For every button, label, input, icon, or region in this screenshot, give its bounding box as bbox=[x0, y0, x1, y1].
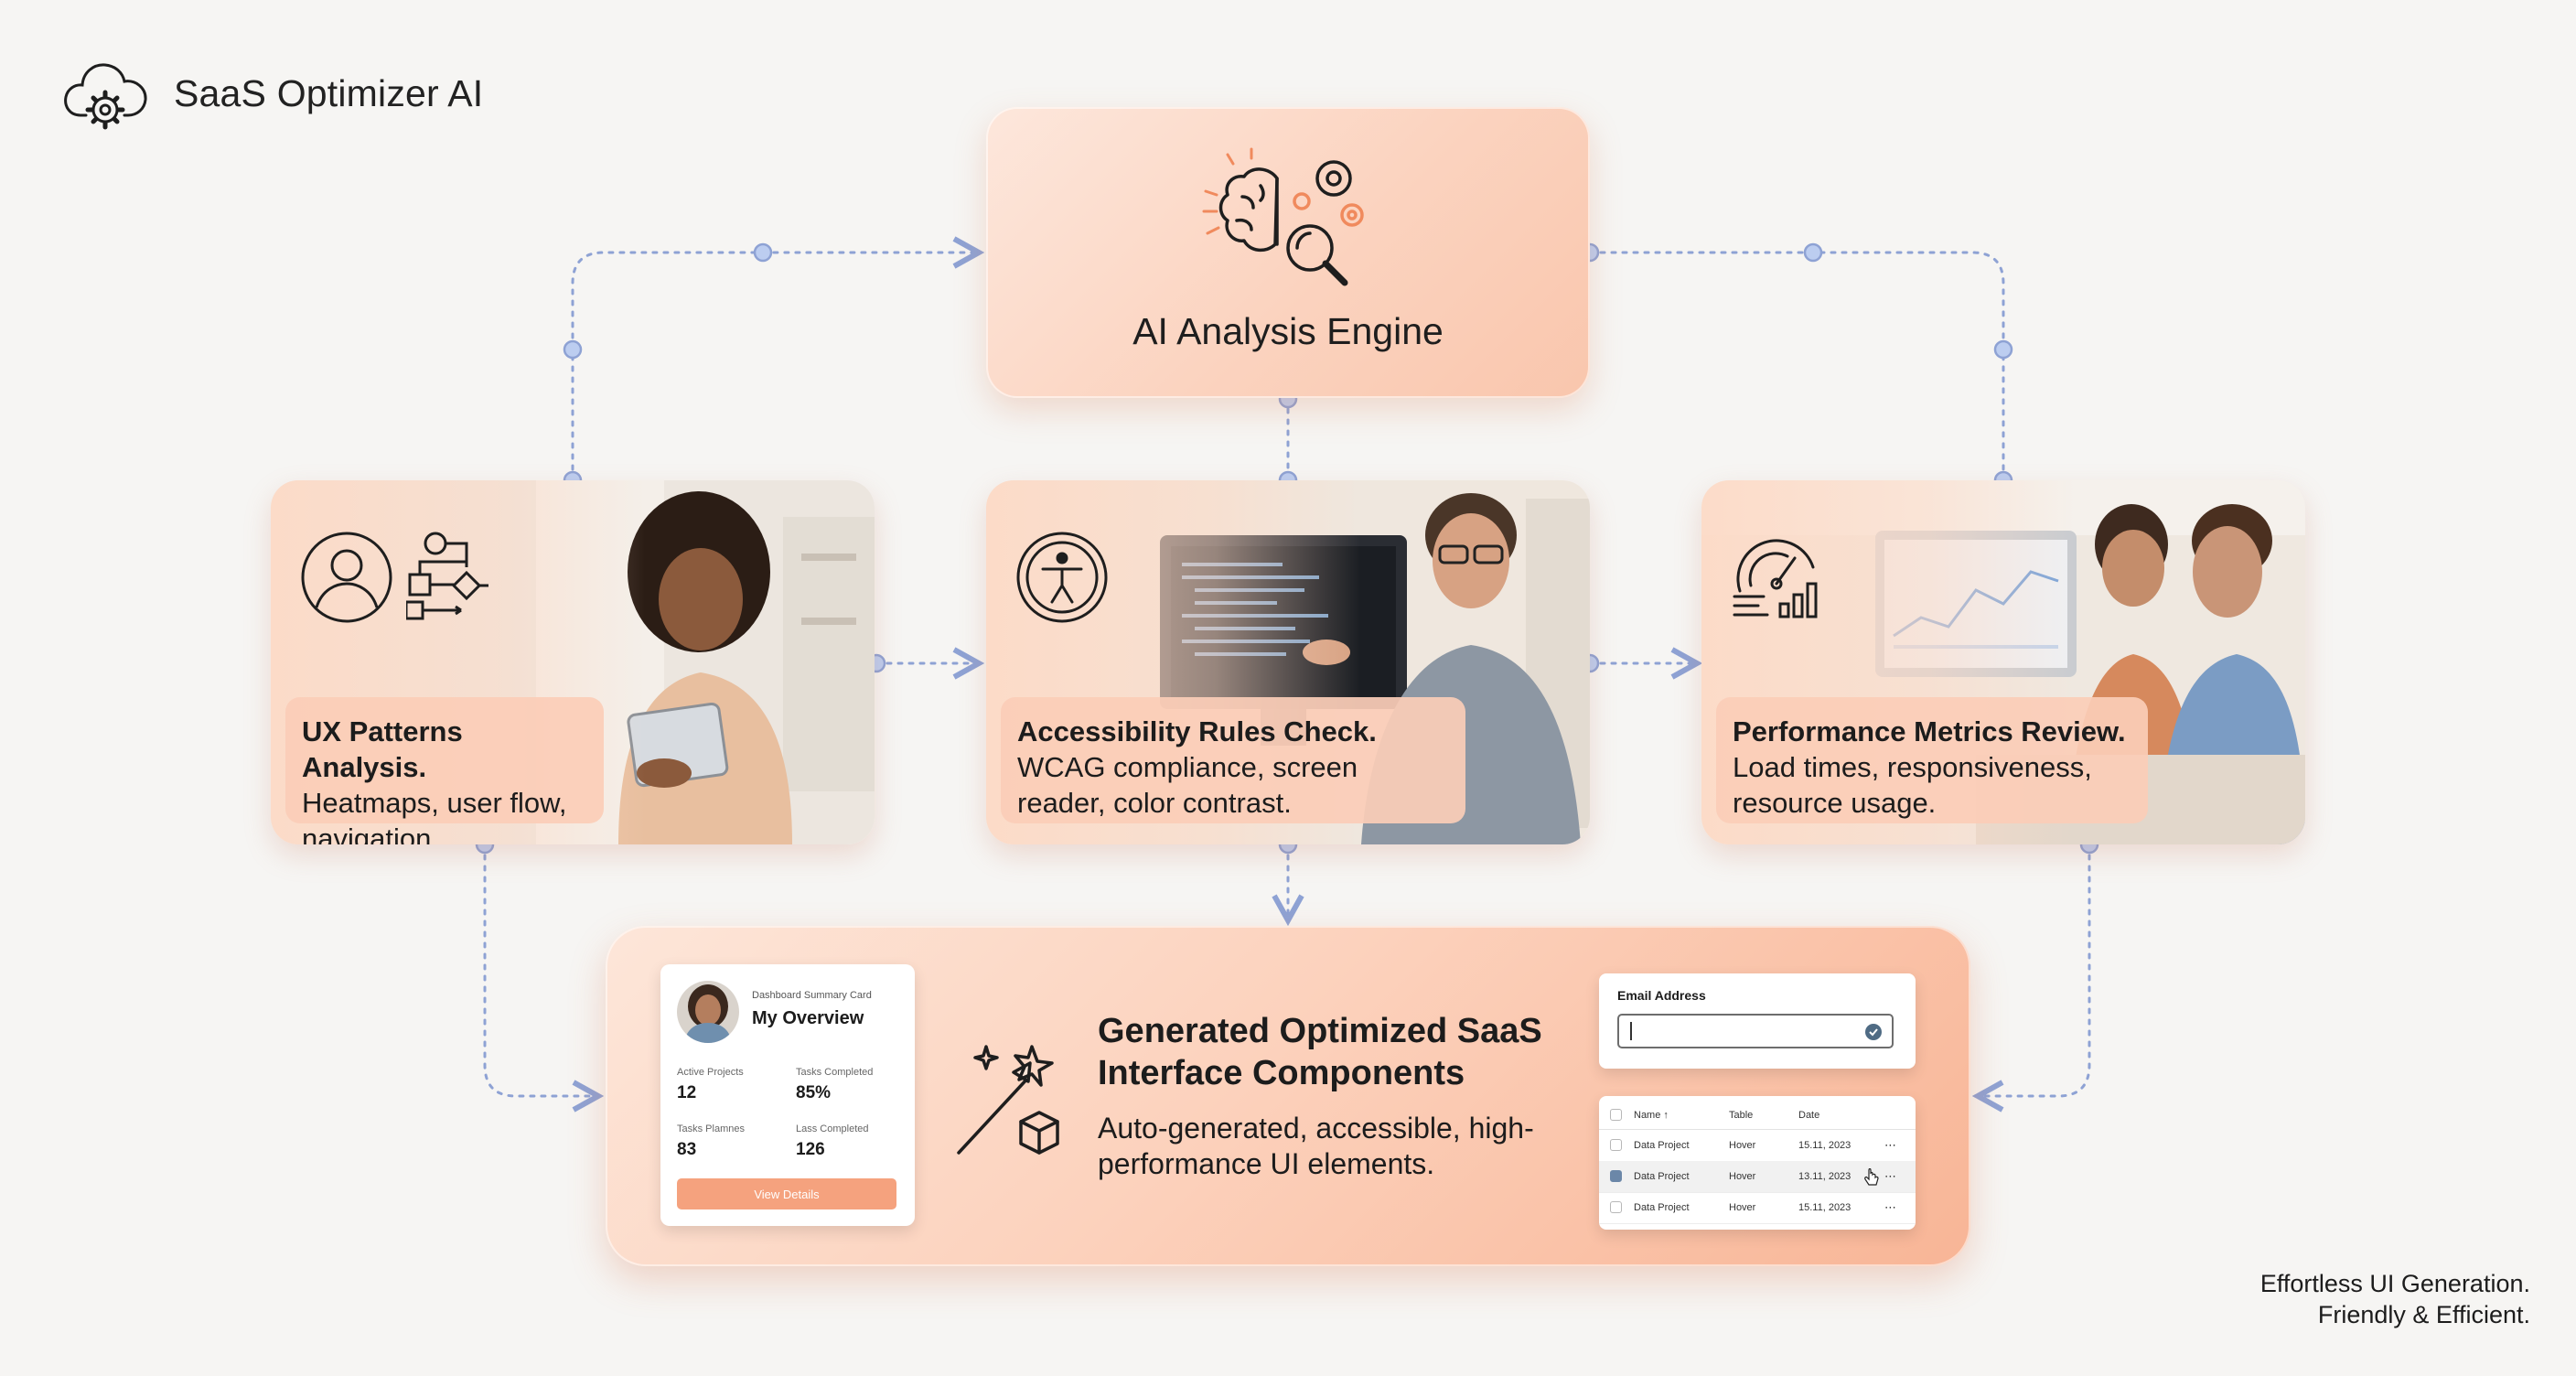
table-row[interactable]: Data Project Hover 15.11, 2023 ⋯ bbox=[1599, 1192, 1916, 1224]
stat-label: Active Projects bbox=[677, 1067, 744, 1078]
flowchart-icon bbox=[404, 531, 490, 627]
email-field[interactable] bbox=[1617, 1014, 1894, 1048]
row-checkbox[interactable] bbox=[1610, 1170, 1622, 1182]
more-options-icon[interactable]: ⋯ bbox=[1884, 1200, 1896, 1214]
ai-analysis-engine-card: AI Analysis Engine bbox=[986, 107, 1590, 398]
engine-title: AI Analysis Engine bbox=[1132, 310, 1444, 352]
cell-table: Hover bbox=[1729, 1171, 1756, 1182]
row-checkbox[interactable] bbox=[1610, 1139, 1622, 1151]
ux-patterns-card: UX Patterns Analysis. Heatmaps, user flo… bbox=[271, 480, 875, 844]
accessibility-card: Accessibility Rules Check. WCAG complian… bbox=[986, 480, 1590, 844]
brand-name: SaaS Optimizer AI bbox=[174, 71, 484, 114]
module-description: WCAG compliance, screen reader, color co… bbox=[1017, 751, 1358, 819]
module-description: Heatmaps, user flow, navigation. bbox=[302, 787, 567, 844]
cell-date: 13.11, 2023 bbox=[1798, 1171, 1852, 1182]
module-title: Performance Metrics Review. bbox=[1733, 715, 2126, 747]
brain-gear-magnifier-icon bbox=[1202, 147, 1364, 286]
text-cursor bbox=[1630, 1022, 1632, 1040]
select-all-checkbox[interactable] bbox=[1610, 1109, 1622, 1121]
output-description: Auto-generated, accessible, high-perform… bbox=[1098, 1112, 1534, 1180]
stat-value: 83 bbox=[677, 1140, 697, 1159]
module-title: UX Patterns Analysis. bbox=[302, 715, 463, 783]
table-row[interactable]: Data Project Hover 13.11, 2023 ⋯ bbox=[1599, 1161, 1916, 1193]
check-circle-icon bbox=[1865, 1024, 1882, 1040]
more-options-icon[interactable]: ⋯ bbox=[1884, 1138, 1896, 1152]
stat-value: 126 bbox=[796, 1140, 825, 1159]
table-row[interactable]: Data Project Hover 15.11, 2023 ⋯ bbox=[1599, 1130, 1916, 1162]
cell-name: Data Project bbox=[1634, 1140, 1690, 1151]
cell-name: Data Project bbox=[1634, 1171, 1690, 1182]
performance-caption: Performance Metrics Review. Load times, … bbox=[1716, 697, 2148, 823]
cell-date: 15.11, 2023 bbox=[1798, 1140, 1852, 1151]
email-label: Email Address bbox=[1617, 988, 1706, 1003]
brand: SaaS Optimizer AI bbox=[60, 49, 483, 137]
stat-label: Lass Completed bbox=[796, 1123, 869, 1134]
dashboard-summary-card: Dashboard Summary Card My Overview Activ… bbox=[660, 964, 915, 1226]
more-options-icon[interactable]: ⋯ bbox=[1884, 1169, 1896, 1183]
avatar bbox=[677, 981, 739, 1043]
column-header-date[interactable]: Date bbox=[1798, 1110, 1820, 1121]
column-header-name[interactable]: Name ↑ bbox=[1634, 1110, 1669, 1121]
view-details-button[interactable]: View Details bbox=[677, 1178, 896, 1209]
summary-caption: Dashboard Summary Card bbox=[752, 990, 872, 1001]
footer-line-2: Friendly & Efficient. bbox=[2317, 1301, 2530, 1328]
cloud-gear-icon bbox=[60, 49, 154, 137]
footer-tagline: Effortless UI Generation. Friendly & Eff… bbox=[2260, 1268, 2530, 1330]
module-description: Load times, responsiveness, resource usa… bbox=[1733, 751, 2092, 819]
generated-components-card: Dashboard Summary Card My Overview Activ… bbox=[606, 926, 1970, 1266]
cell-date: 15.11, 2023 bbox=[1798, 1202, 1852, 1213]
output-title: Generated Optimized SaaS Interface Compo… bbox=[1098, 1012, 1542, 1092]
pointer-cursor-icon bbox=[1864, 1168, 1879, 1186]
cell-table: Hover bbox=[1729, 1202, 1756, 1213]
module-title: Accessibility Rules Check. bbox=[1017, 715, 1377, 747]
column-header-table[interactable]: Table bbox=[1729, 1110, 1754, 1121]
stat-label: Tasks Plamnes bbox=[677, 1123, 745, 1134]
user-icon bbox=[300, 531, 393, 629]
table-header: Name ↑ Table Date bbox=[1599, 1102, 1916, 1130]
accessibility-caption: Accessibility Rules Check. WCAG complian… bbox=[1001, 697, 1465, 823]
stat-label: Tasks Completed bbox=[796, 1067, 874, 1078]
summary-heading: My Overview bbox=[752, 1008, 864, 1028]
footer-line-1: Effortless UI Generation. bbox=[2259, 1270, 2530, 1297]
stat-value: 12 bbox=[677, 1083, 697, 1102]
magic-wand-cube-icon bbox=[957, 1045, 1059, 1155]
row-checkbox[interactable] bbox=[1610, 1201, 1622, 1213]
email-field-card: Email Address bbox=[1599, 973, 1916, 1069]
stat-value: 85% bbox=[796, 1083, 832, 1102]
cell-name: Data Project bbox=[1634, 1202, 1690, 1213]
performance-card: Performance Metrics Review. Load times, … bbox=[1701, 480, 2305, 844]
ux-caption: UX Patterns Analysis. Heatmaps, user flo… bbox=[285, 697, 604, 844]
speedometer-chart-icon bbox=[1731, 531, 1826, 629]
data-table-card: Name ↑ Table Date Data Project Hover 15.… bbox=[1599, 1096, 1916, 1230]
accessibility-icon bbox=[1015, 531, 1109, 629]
cell-table: Hover bbox=[1729, 1140, 1756, 1151]
